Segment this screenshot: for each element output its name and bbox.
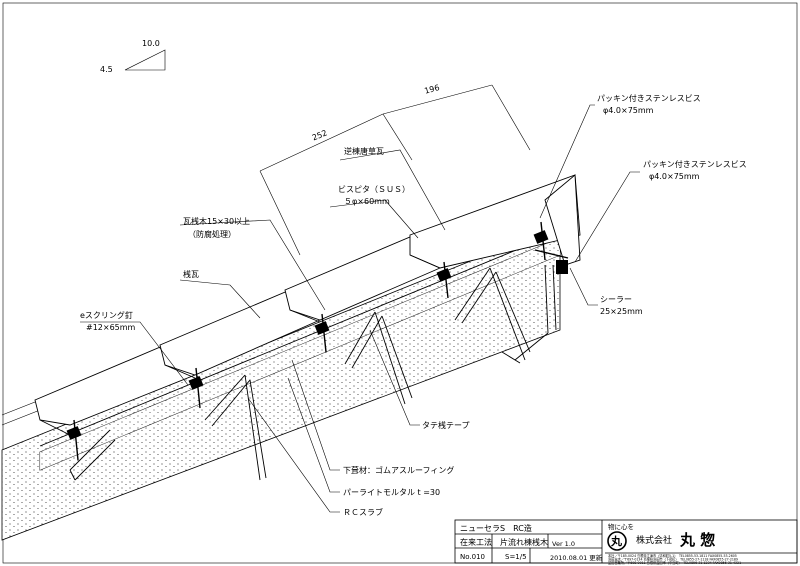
- underlay-line: [39, 231, 561, 447]
- leader-lines: [80, 104, 640, 513]
- label-gyaku-tile: 逆棟唐草瓦: [344, 146, 384, 156]
- title-method: 在来工法 片流れ棟桟木: [460, 537, 548, 547]
- sealer: [556, 260, 568, 274]
- screws: [73, 221, 569, 461]
- label-sealer: シーラー: [600, 295, 632, 304]
- battens: [66, 230, 549, 440]
- contact-line-2: 浜田支店／〒697-0134 島根県浜田市（下府町） TEL0855-27-11…: [608, 557, 738, 562]
- label-packing-screw-2: パッキン付きステンレスビス: [643, 159, 747, 169]
- company-logo-char: 丸: [610, 534, 623, 548]
- title-number: No.010: [460, 553, 485, 561]
- title-motto: 物に心を: [608, 522, 634, 531]
- label-tate-tape: タテ桟テープ: [422, 420, 470, 430]
- contact-line-3: 益田営業所／〒698-0011 島根県益田市（中島町） TEL0856-31-1…: [608, 560, 741, 565]
- label-batten: 瓦桟木15×30以上: [183, 216, 250, 226]
- label-rc-slab: ＲＣスラブ: [343, 507, 383, 517]
- rc-truss: [69, 267, 531, 481]
- label-packing-screw-1-size: φ4.0×75mm: [603, 106, 654, 115]
- slope-indicator: 10.0 4.5: [100, 39, 166, 74]
- contact-line-1: 本社／〒185-0024 島根県江津市（清和町5-1） TEL0855-53-1…: [608, 553, 737, 558]
- slope-rise-label: 4.5: [100, 65, 113, 74]
- title-scale: S=1/5: [505, 553, 527, 561]
- label-packing-screw-2-size: φ4.0×75mm: [649, 172, 700, 181]
- dimension-196-label: 196: [423, 83, 440, 96]
- label-ring-nail: eスクリング釘: [80, 310, 133, 320]
- slope-run-label: 10.0: [142, 39, 160, 48]
- company-prefix: 株式会社: [636, 534, 672, 546]
- company-logo: [607, 531, 627, 551]
- title-version: Ver 1.0: [552, 540, 575, 548]
- title-date: 2010.08.01 更新: [550, 553, 603, 562]
- label-packing-screw-1: パッキン付きステンレスビス: [597, 93, 701, 103]
- title-product: ニューセラS RC造: [460, 523, 532, 533]
- title-block: ニューセラS RC造 在来工法 片流れ棟桟木 No.010 S=1/5 Ver …: [454, 519, 798, 565]
- dimension-196: 196: [382, 83, 531, 161]
- label-ridge-tile: 桟瓦: [183, 269, 199, 279]
- company-name: 丸 惣: [679, 531, 715, 549]
- label-perlite: パーライトモルタル t =30: [343, 488, 440, 497]
- label-underlay: 下葺材：ゴムアスルーフィング: [343, 465, 454, 475]
- label-ring-nail-size: #12×65mm: [86, 323, 136, 332]
- roof-tiles: [34, 174, 581, 436]
- label-bispita-size: ５φ×60mm: [344, 197, 390, 206]
- label-sealer-size: 25×25mm: [600, 307, 643, 316]
- label-bispita: ビスピタ（ＳＵＳ）: [338, 185, 410, 194]
- label-batten-note: （防腐処理）: [188, 229, 236, 239]
